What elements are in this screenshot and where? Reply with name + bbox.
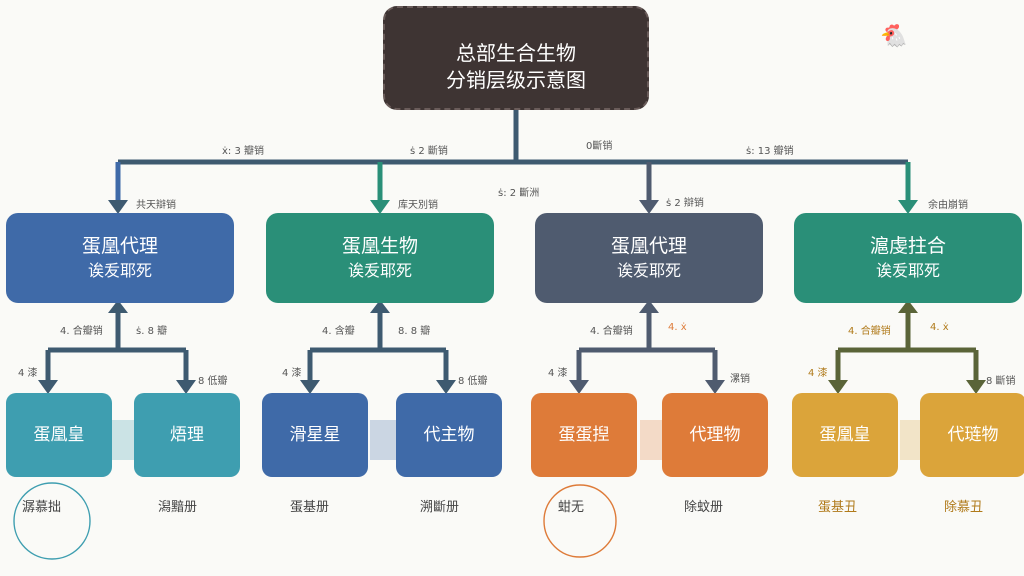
leaf-label: 代主物 bbox=[423, 424, 475, 445]
leaf-label: 代琏物 bbox=[947, 424, 999, 445]
sub-edge-label: 4 漆 bbox=[18, 368, 38, 379]
sub-arrow bbox=[436, 380, 456, 394]
leaf-label: 蛋蛋揑 bbox=[558, 424, 610, 445]
leaf-node: 滑星星 bbox=[262, 393, 368, 477]
sub-edge-label: 8 低瓣 bbox=[458, 376, 488, 387]
mid-subtitle: 诶叐耶死 bbox=[87, 261, 152, 281]
sub-edge-label: 4. ẋ bbox=[930, 322, 949, 333]
mid-node: 蛋凰生物 诶叐耶死 bbox=[266, 213, 494, 303]
sub-edge-label: 4 漆 bbox=[808, 368, 828, 379]
foot-label: 蛋基册 bbox=[290, 500, 330, 515]
leaf-label: 焐理 bbox=[170, 424, 204, 445]
arrow-2 bbox=[370, 200, 390, 214]
sub-arrow bbox=[705, 380, 725, 394]
edge-label: 库天別销 bbox=[398, 200, 438, 211]
sub-edge-label: 4. ẋ bbox=[668, 322, 687, 333]
mid-subtitle: 诶叐耶死 bbox=[616, 261, 681, 281]
leaf-node: 代理物 bbox=[662, 393, 768, 477]
sub-connector-4 bbox=[835, 303, 979, 385]
edge-label: ṡ: 13 瓣销 bbox=[746, 146, 794, 157]
sub-edge-label: 4. 合瓣销 bbox=[590, 326, 633, 337]
edge-label: ẋ: 3 瓣销 bbox=[222, 146, 265, 157]
sub-edge-label: 8 低瓣 bbox=[198, 376, 228, 387]
sub-arrow bbox=[300, 380, 320, 394]
sub-arrow bbox=[38, 380, 58, 394]
leaf-node: 代主物 bbox=[396, 393, 502, 477]
edge-label: ṡ 2 斷销 bbox=[410, 146, 448, 157]
sub-edge-label: 8. 8 瓣 bbox=[398, 326, 431, 337]
edge-label: ṡ: 2 斷洲 bbox=[498, 188, 540, 199]
doodle-circle bbox=[13, 482, 91, 560]
sub-edge-label: ṡ. 8 瓣 bbox=[136, 326, 168, 337]
sub-connector-1 bbox=[45, 303, 189, 385]
edge-label: ṡ 2 辯销 bbox=[666, 198, 704, 209]
foot-label: 除蚊册 bbox=[684, 500, 724, 515]
doodle-circle bbox=[543, 484, 617, 558]
sub-edge-label: 4 漆 bbox=[282, 368, 302, 379]
up-arrow bbox=[108, 300, 128, 313]
foot-label: 除慕丑 bbox=[944, 500, 984, 515]
leaf-label: 代理物 bbox=[689, 424, 741, 445]
sub-arrow bbox=[569, 380, 589, 394]
foot-label: 潟黯册 bbox=[158, 500, 198, 515]
foot-label: 蚶无 bbox=[558, 500, 585, 515]
sub-edge-label: 4. 合瓣销 bbox=[60, 326, 103, 337]
sub-connector-3 bbox=[576, 303, 718, 385]
leaf-label: 蛋凰皇 bbox=[819, 424, 871, 445]
edge-label: 余由崩销 bbox=[928, 200, 968, 211]
sub-edge-label: 4 漆 bbox=[548, 368, 568, 379]
mid-subtitle: 诶叐耶死 bbox=[347, 261, 412, 281]
mid-subtitle: 诶叐耶死 bbox=[875, 261, 940, 281]
sub-edge-label: 漯销 bbox=[730, 374, 750, 385]
sub-edge-label: 4. 合瓣销 bbox=[848, 326, 891, 337]
sub-connector-2 bbox=[307, 303, 449, 385]
foot-label: 蛋基丑 bbox=[818, 500, 858, 515]
leaf-node: 代琏物 bbox=[920, 393, 1024, 477]
mid-node: 滬虔拄合 诶叐耶死 bbox=[794, 213, 1022, 303]
leaf-node: 蛋凰皇 bbox=[6, 393, 112, 477]
sub-arrow bbox=[828, 380, 848, 394]
edge-label: 0斷销 bbox=[586, 141, 613, 152]
leaf-label: 滑星星 bbox=[289, 424, 341, 445]
arrow-3 bbox=[639, 200, 659, 214]
leaf-label: 蛋凰皇 bbox=[33, 424, 85, 445]
edge-label: 共天辯销 bbox=[136, 200, 176, 211]
up-arrow bbox=[370, 300, 390, 313]
mid-title: 蛋凰代理 bbox=[81, 235, 158, 258]
hen-icon: 🐔 bbox=[880, 24, 908, 49]
leaf-node: 焐理 bbox=[134, 393, 240, 477]
up-arrow bbox=[639, 300, 659, 313]
foot-label: 潺慕拙 bbox=[22, 500, 62, 515]
sub-edge-label: 4. 含瓣 bbox=[322, 326, 355, 337]
root-node: 🐔 总部生合生物 分销层级示意图 bbox=[383, 6, 907, 110]
root-title-line1: 总部生合生物 bbox=[456, 41, 576, 65]
sub-edge-label: 8 斷销 bbox=[986, 376, 1016, 387]
mid-title: 蛋凰生物 bbox=[341, 235, 418, 258]
mid-title: 蛋凰代理 bbox=[610, 235, 687, 258]
mid-node: 蛋凰代理 诶叐耶死 bbox=[6, 213, 234, 303]
leaf-node: 蛋蛋揑 bbox=[531, 393, 637, 477]
foot-label: 溯斷册 bbox=[420, 500, 460, 515]
sub-arrow bbox=[176, 380, 196, 394]
up-arrow bbox=[898, 300, 918, 313]
sub-arrow bbox=[966, 380, 986, 394]
mid-node: 蛋凰代理 诶叐耶死 bbox=[535, 213, 763, 303]
root-title-line2: 分销层级示意图 bbox=[446, 68, 586, 92]
arrow-1 bbox=[108, 200, 128, 214]
mid-title: 滬虔拄合 bbox=[869, 235, 946, 258]
leaf-node: 蛋凰皇 bbox=[792, 393, 898, 477]
arrow-4 bbox=[898, 200, 918, 214]
